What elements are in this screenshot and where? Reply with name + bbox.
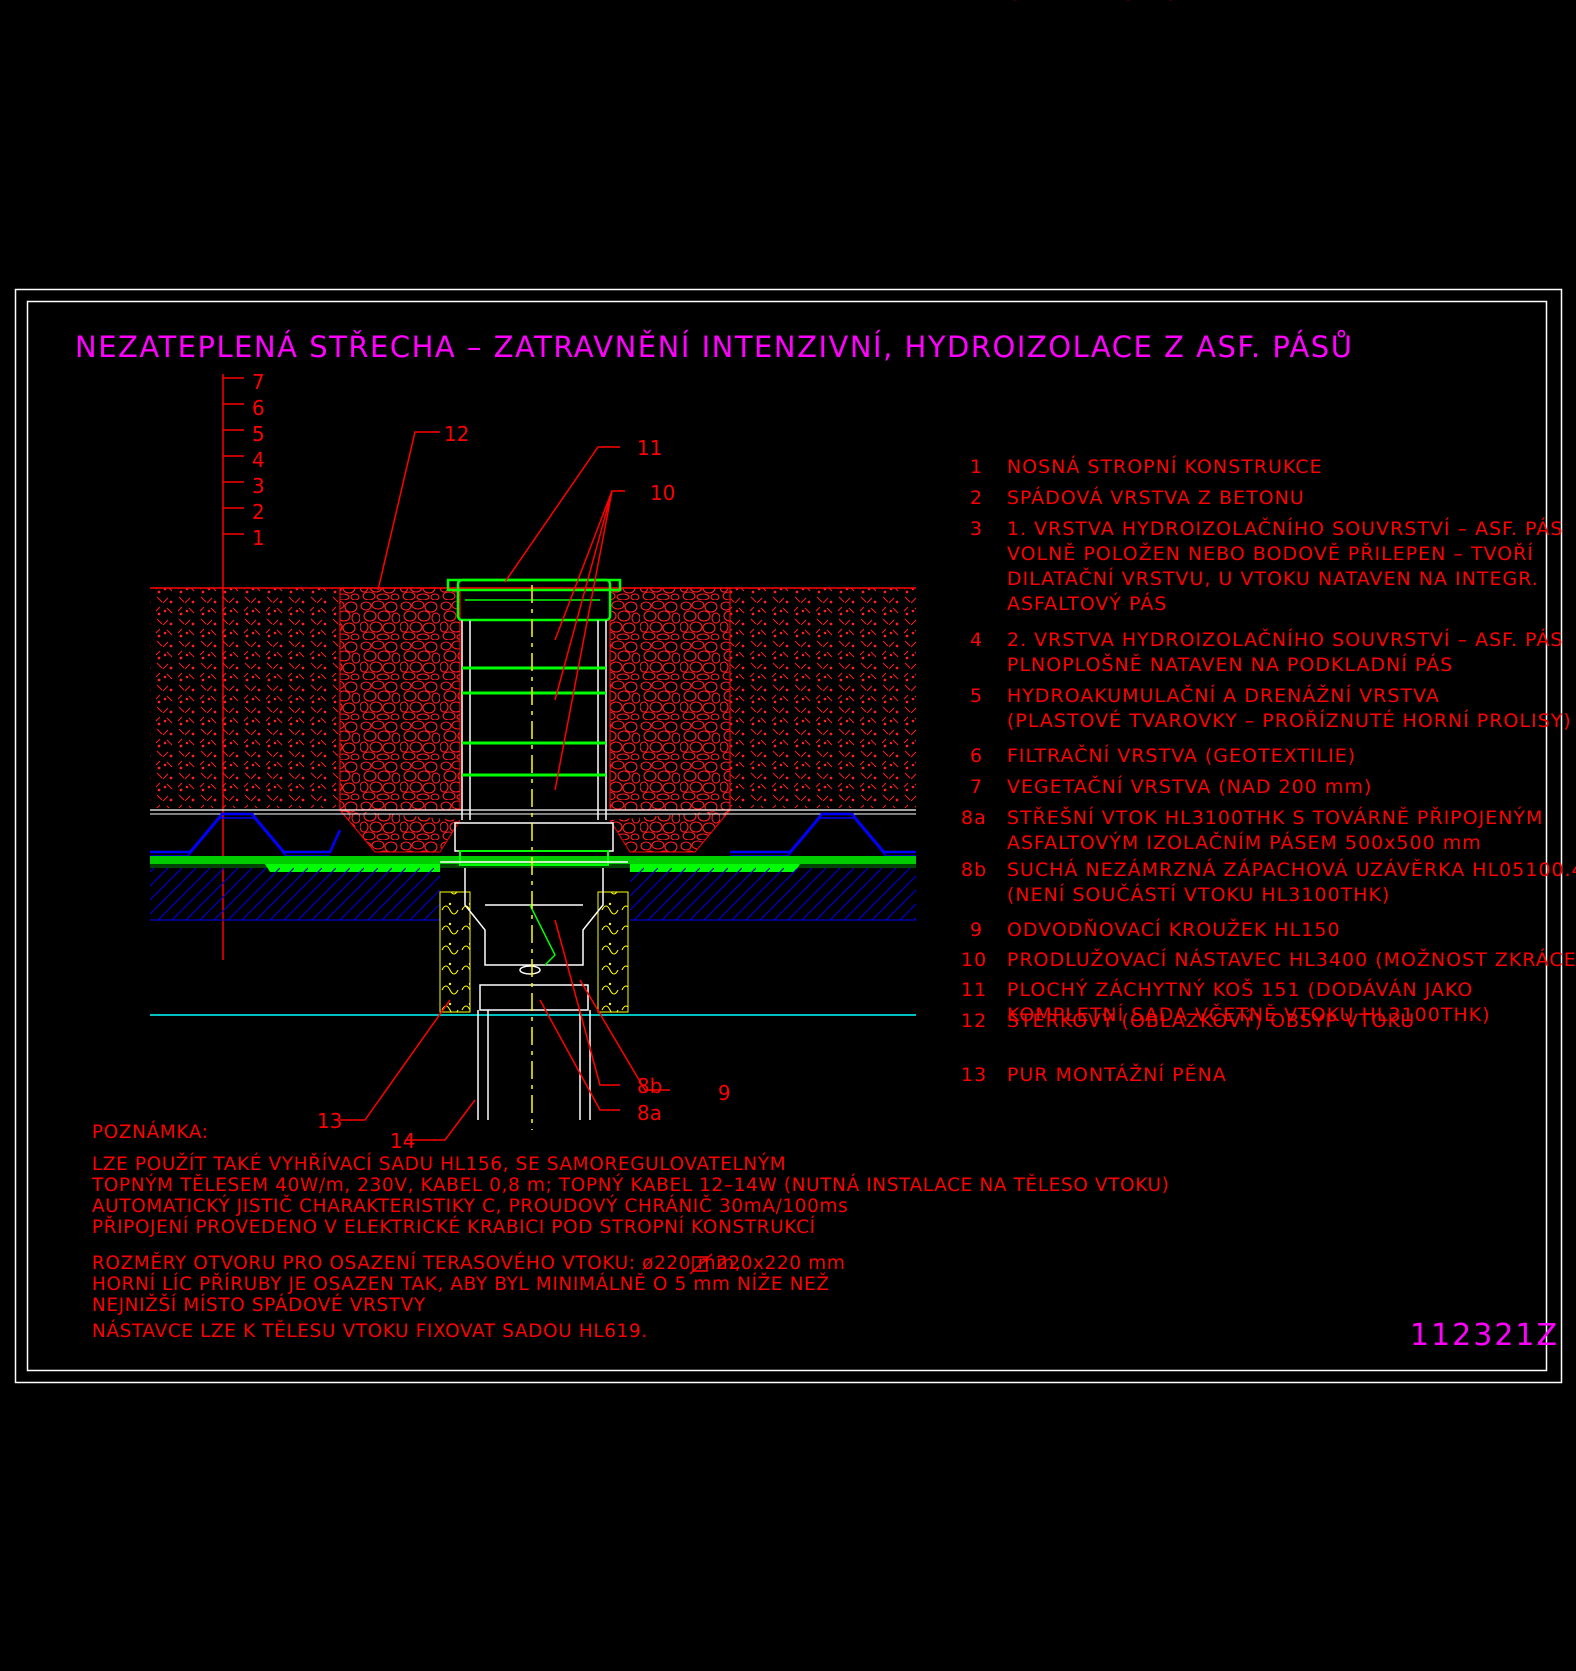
legend-text: (PLASTOVÉ TVAROVKY – PROŘÍZNUTÉ HORNÍ PR… xyxy=(1007,709,1572,732)
note-line: LZE POUŽÍT TAKÉ VYHŘÍVACÍ SADU HL156, SE… xyxy=(92,1153,786,1175)
layer-scale-4: 4 xyxy=(252,448,265,472)
note-line: NEJNIŽŠÍ MÍSTO SPÁDOVÉ VRSTVY xyxy=(92,1294,426,1316)
legend-text: SPÁDOVÁ VRSTVA Z BETONU xyxy=(1007,486,1305,509)
legend-number: 2 xyxy=(970,487,983,509)
callout-12: 12 xyxy=(444,422,469,446)
concrete-slope-layer xyxy=(150,868,440,920)
callout-10: 10 xyxy=(650,481,675,505)
legend-text: KOMPLETNÍ SADA VČETNĚ VTOKU HL3100THK) xyxy=(1007,1002,1491,1026)
legend-number: 11 xyxy=(961,979,987,1001)
roof-section xyxy=(150,578,916,1130)
note-line: PŘIPOJENÍ PROVEDENO V ELEKTRICKÉ KRABICI… xyxy=(92,1216,816,1238)
note-line: AUTOMATICKÝ JISTIČ CHARAKTERISTIKY C, PR… xyxy=(92,1195,848,1217)
legend-number: 8b xyxy=(961,859,987,881)
legend-text: NOSNÁ STROPNÍ KONSTRUKCE xyxy=(1007,455,1323,478)
legend-text: 1. VRSTVA HYDROIZOLAČNÍHO SOUVRSTVÍ – AS… xyxy=(1007,516,1563,540)
legend-text: FILTRAČNÍ VRSTVA (GEOTEXTILIE) xyxy=(1007,743,1356,767)
legend-text: PRODLUŽOVACÍ NÁSTAVEC HL3400 (MOŽNOST ZK… xyxy=(1007,948,1576,971)
layer-scale-5: 5 xyxy=(252,422,265,446)
legend-number: 10 xyxy=(961,949,987,971)
note: POZNÁMKA: LZE POUŽÍT TAKÉ VYHŘÍVACÍ SADU… xyxy=(91,1121,1170,1342)
legend-number: 8a xyxy=(961,807,987,829)
drainage-layer xyxy=(150,812,342,854)
legend-number: 3 xyxy=(970,518,983,540)
roof-drain xyxy=(440,578,628,1120)
legend-text: PUR MONTÁŽNÍ PĚNA xyxy=(1007,1063,1227,1086)
inner-frame xyxy=(26,300,1548,1372)
legend-text: DILATAČNÍ VRSTVU, U VTOKU NATAVEN NA INT… xyxy=(1007,566,1539,590)
legend-text: 2. VRSTVA HYDROIZOLAČNÍHO SOUVRSTVÍ – AS… xyxy=(1007,627,1563,651)
legend-number: 7 xyxy=(970,776,983,798)
drawing-code: 112321Z xyxy=(1410,1318,1559,1353)
callout-9: 9 xyxy=(718,1081,731,1105)
note-line: NÁSTAVCE LZE K TĚLESU VTOKU FIXOVAT SADO… xyxy=(92,1320,648,1342)
legend-text: HYDROAKUMULAČNÍ A DRENÁŽNÍ VRSTVA xyxy=(1007,683,1440,707)
outer-frame xyxy=(14,288,1563,1384)
legend-number: 12 xyxy=(961,1010,987,1032)
legend-text: ASFALTOVÝ PÁS xyxy=(1007,592,1167,615)
callout-11: 11 xyxy=(637,436,662,460)
callout-13: 13 xyxy=(317,1109,342,1133)
layer-scale-7: 7 xyxy=(252,370,265,394)
legend-number: 14 xyxy=(961,0,987,5)
callout-8b: 8b xyxy=(637,1074,662,1098)
callout-14: 14 xyxy=(390,1129,415,1153)
layer-scale-1: 1 xyxy=(252,526,265,550)
gravel-surround-right xyxy=(609,587,731,811)
legend-text: PLNOPLOŠNĚ NATAVEN NA PODKLADNÍ PÁS xyxy=(1007,652,1453,676)
legend-text: PLOCHÝ ZÁCHYTNÝ KOŠ 151 (DODÁVÁN JAKO xyxy=(1007,977,1473,1001)
legend-number: 1 xyxy=(970,456,983,478)
callout-8a: 8a xyxy=(637,1101,662,1125)
legend-text: ODVODŇOVACÍ KROUŽEK HL150 xyxy=(1007,918,1341,941)
note-line: ROZMĚRY OTVORU PRO OSAZENÍ TERASOVÉHO VT… xyxy=(92,1252,741,1274)
legend-text: (NENÍ SOUČÁSTÍ VTOKU HL3100THK) xyxy=(1007,882,1390,906)
note-heading: POZNÁMKA: xyxy=(92,1121,209,1143)
layer-scale-2: 2 xyxy=(252,500,265,524)
vegetation-layer-right xyxy=(730,588,916,808)
vegetation-layer xyxy=(150,588,340,808)
legend-number: 9 xyxy=(970,919,983,941)
drawing-title: NEZATEPLENÁ STŘECHA – ZATRAVNĚNÍ INTENZI… xyxy=(75,330,1353,364)
legend-text: VOLNĚ POLOŽEN NEBO BODOVĚ PŘILEPEN – TVO… xyxy=(1007,542,1534,565)
gravel-surround xyxy=(339,587,461,811)
legend-number: 5 xyxy=(970,685,983,707)
note-line: TOPNÝM TĚLESEM 40W/m, 230V, KABEL 0,8 m;… xyxy=(91,1174,1170,1196)
legend-text: ASFALTOVÝM IZOLAČNÍM PÁSEM 500x500 mm xyxy=(1007,830,1482,854)
pur-foam xyxy=(439,891,471,1013)
note-line: HORNÍ LÍC PŘÍRUBY JE OSAZEN TAK, ABY BYL… xyxy=(92,1273,830,1295)
layer-scale-3: 3 xyxy=(252,474,265,498)
legend-text: STŘEŠNÍ VTOK HL3100THK S TOVÁRNĚ PŘIPOJE… xyxy=(1007,805,1544,829)
legend-number: 4 xyxy=(970,629,983,651)
legend-number: 13 xyxy=(961,1064,987,1086)
legend-number: 6 xyxy=(970,745,983,767)
legend-text: SUCHÁ NEZÁMRZNÁ ZÁPACHOVÁ UZÁVĚRKA HL051… xyxy=(1007,858,1576,881)
membrane-layers xyxy=(150,856,916,864)
square-size-icon xyxy=(689,1253,713,1275)
legend-text: ODPADNÍ POTRUBÍ xyxy=(1007,0,1199,5)
legend-text: VEGETAČNÍ VRSTVA (NAD 200 mm) xyxy=(1007,774,1372,798)
leader-lines xyxy=(340,431,670,1141)
layer-scale-6: 6 xyxy=(252,396,265,420)
legend-text: ŠTĚRKOVÝ (OBLÁZKOVÝ) OBSYP VTOKU xyxy=(1007,1008,1415,1032)
note-line: 220x220 mm xyxy=(716,1253,846,1274)
legend: 1 NOSNÁ STROPNÍ KONSTRUKCE 2 SPÁDOVÁ VRSTVA… xyxy=(961,0,1576,1086)
